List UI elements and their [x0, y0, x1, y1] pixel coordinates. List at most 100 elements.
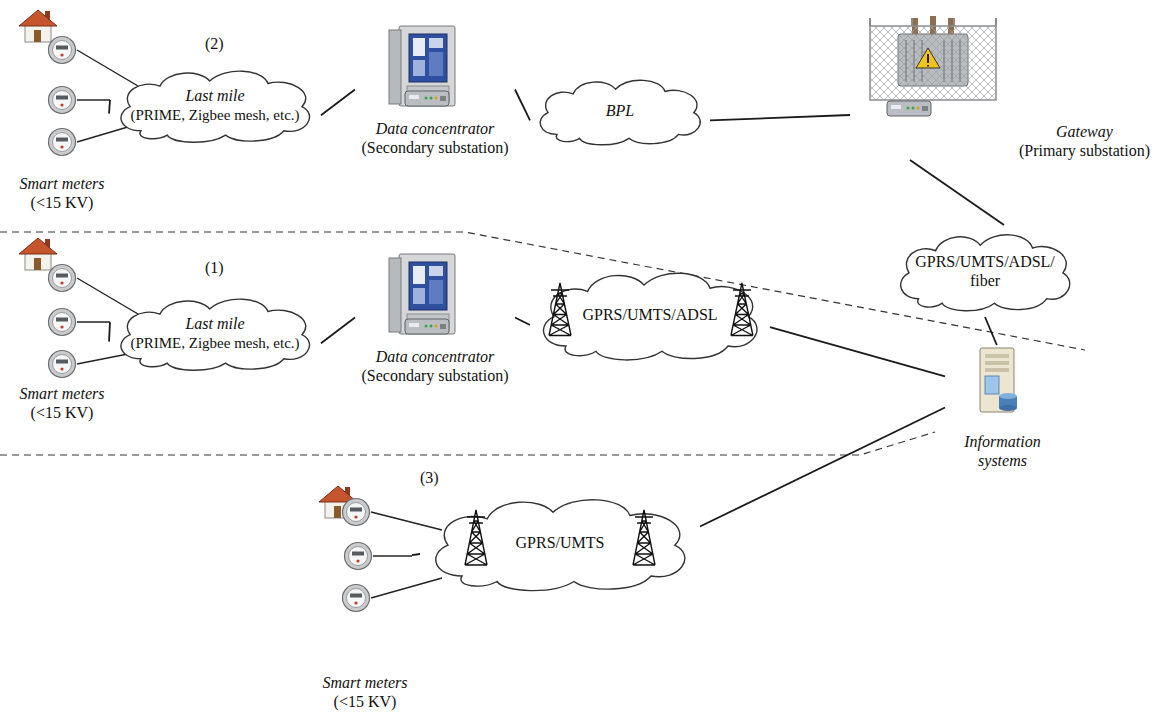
text-stack: Data concentrator(Secondary substation) — [361, 119, 508, 157]
text-stack: Smart meters(<15 KV) — [323, 673, 408, 711]
node-text: BPL — [606, 101, 634, 120]
text-group: Data concentrator(Secondary substation) — [355, 347, 515, 385]
network-cloud: GPRS/UMTS/ADSL — [530, 262, 770, 367]
link-line — [412, 554, 420, 555]
house-icon — [19, 238, 57, 270]
node-text: Data concentrator — [376, 119, 495, 138]
substation-cabinet — [389, 254, 455, 334]
text-stack: BPL — [606, 101, 634, 120]
text-stack: GPRS/UMTS/ADSL/ fiber — [911, 252, 1059, 290]
cloud-shape — [109, 290, 321, 376]
meter-icon — [49, 129, 76, 156]
network-cloud: GPRS/UMTS/ADSL/ fiber — [890, 225, 1080, 317]
modem-icon — [887, 101, 931, 116]
link-line — [910, 160, 1004, 225]
node-text: (PRIME, Zigbee mesh, etc.) — [130, 334, 299, 352]
text-stack: Gateway(Primary substation) — [1019, 122, 1150, 160]
node-text: Gateway — [1056, 122, 1113, 141]
text-group: Last mile(PRIME, Zigbee mesh, etc.) — [109, 62, 321, 148]
data-concentrator: Data concentrator(Secondary substation) — [355, 22, 515, 157]
cloud-shape — [109, 62, 321, 148]
text-group: Smart meters(<15 KV) — [14, 384, 110, 422]
cloud-outline — [121, 299, 310, 370]
data-concentrator: Data concentrator(Secondary substation) — [355, 250, 515, 385]
gateway: Gateway(Primary substation) — [850, 10, 1150, 160]
node-text: Data concentrator — [376, 347, 495, 366]
link-line — [770, 327, 945, 376]
node-text: Smart meters — [20, 174, 105, 193]
text-stack: Last mile(PRIME, Zigbee mesh, etc.) — [130, 314, 299, 351]
node-text: (<15 KV) — [31, 193, 94, 212]
network-cloud: BPL — [530, 72, 710, 150]
house-icon — [19, 10, 57, 42]
node-text: Smart meters — [323, 673, 408, 692]
node-text: (Secondary substation) — [361, 366, 508, 385]
information-systems: Information systems — [945, 345, 1060, 470]
modem-icon — [405, 91, 449, 106]
radio-tower — [465, 510, 487, 565]
text-group: Gateway(Primary substation) — [850, 122, 1150, 160]
text-group: BPL — [530, 72, 710, 150]
text-stack: Smart meters(<15 KV) — [20, 174, 105, 212]
radio-tower — [633, 510, 655, 565]
meter-group: Smart meters(<15 KV) — [14, 6, 110, 212]
text-group: Last mile(PRIME, Zigbee mesh, etc.) — [109, 290, 321, 376]
link-line — [515, 318, 530, 326]
node-text: (<15 KV) — [31, 403, 94, 422]
node-text: (Primary substation) — [1019, 141, 1150, 160]
text-group: Data concentrator(Secondary substation) — [355, 119, 515, 157]
node-text: Last mile — [185, 86, 244, 105]
node-text: GPRS/UMTS/ADSL/ fiber — [911, 252, 1059, 290]
link-line — [321, 90, 355, 116]
text-group: GPRS/UMTS/ADSL/ fiber — [890, 225, 1080, 317]
text-group: Smart meters(<15 KV) — [318, 673, 412, 711]
meter-icon — [49, 265, 76, 292]
text-stack: Last mile(PRIME, Zigbee mesh, etc.) — [130, 86, 299, 123]
radio-tower — [549, 283, 571, 336]
text-stack: Data concentrator(Secondary substation) — [361, 347, 508, 385]
meter-icon — [343, 585, 370, 612]
radio-tower — [731, 283, 753, 336]
meter-icon — [343, 499, 370, 526]
cloud-outline — [121, 71, 310, 142]
text-stack: GPRS/UMTS/ADSL — [582, 305, 717, 324]
callout-number: (2) — [205, 34, 224, 53]
meter-icon — [49, 351, 76, 378]
node-text: (Secondary substation) — [361, 138, 508, 157]
node-text: Information systems — [954, 432, 1052, 470]
link-line — [985, 317, 997, 345]
cloud-outline — [540, 80, 700, 144]
node-text: (<15 KV) — [334, 692, 397, 711]
meter-group: Smart meters(<15 KV) — [318, 485, 412, 711]
callout-number: (3) — [420, 468, 439, 487]
link-line — [321, 318, 355, 344]
node-text: GPRS/UMTS — [516, 533, 605, 552]
cloud-shape — [890, 225, 1080, 317]
text-stack: Smart meters(<15 KV) — [20, 384, 105, 422]
network-cloud: Last mile(PRIME, Zigbee mesh, etc.) — [109, 62, 321, 148]
network-cloud: Last mile(PRIME, Zigbee mesh, etc.) — [109, 290, 321, 376]
meter-icon — [49, 309, 76, 336]
text-group: Information systems — [945, 432, 1060, 470]
text-group: Smart meters(<15 KV) — [14, 174, 110, 212]
text-group: GPRS/UMTS — [420, 488, 700, 598]
meter-icon — [49, 87, 76, 114]
modem-icon — [405, 319, 449, 334]
node-text: Smart meters — [20, 384, 105, 403]
node-text: GPRS/UMTS/ADSL — [582, 305, 717, 324]
cloud-outline — [544, 273, 757, 360]
link-line — [700, 408, 945, 527]
server-icon — [980, 348, 1017, 412]
text-stack: GPRS/UMTS — [516, 533, 605, 552]
group-divider — [0, 432, 935, 455]
node-text: (PRIME, Zigbee mesh, etc.) — [130, 106, 299, 124]
cloud-outline — [436, 500, 685, 591]
cloud-outline — [901, 235, 1070, 311]
text-group: GPRS/UMTS/ADSL — [530, 262, 770, 367]
callout-number: (1) — [205, 258, 224, 277]
transformer-icon — [870, 16, 996, 100]
text-stack: Information systems — [954, 432, 1052, 470]
meter-icon — [345, 543, 372, 570]
link-line — [109, 322, 110, 342]
